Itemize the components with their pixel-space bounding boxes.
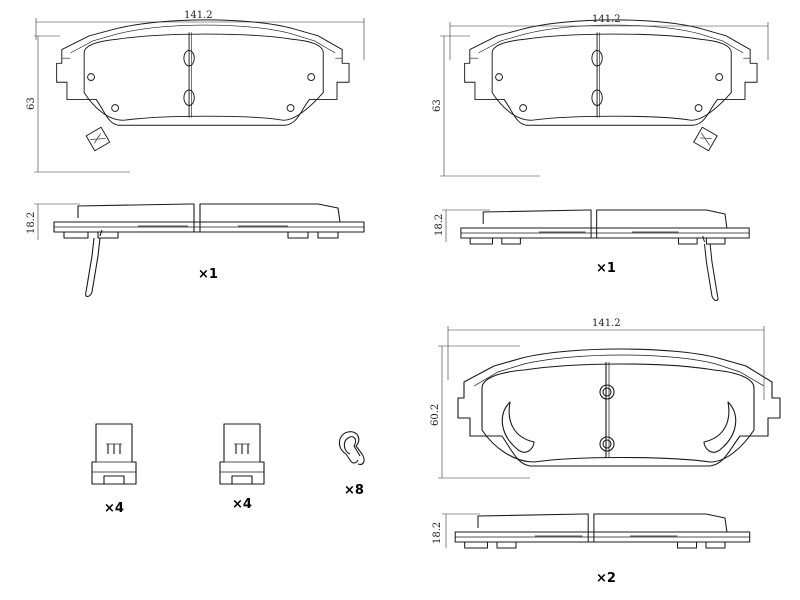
pad-1-thickness-dimension: 18.2	[26, 212, 37, 234]
wear-sensor-wire	[85, 229, 103, 298]
pad-2-width-dimension: 141.2	[592, 14, 621, 25]
pad-2-front-view	[464, 19, 758, 152]
clip-a-quantity: ×4	[104, 501, 124, 516]
clip-a-drawing	[91, 423, 137, 485]
pad-1-dimensions	[34, 18, 365, 240]
pad-3-side-view	[454, 513, 751, 549]
pad-2-dimensions	[440, 22, 769, 242]
wear-sensor-wire	[702, 235, 719, 302]
clip-b-drawing	[219, 423, 265, 485]
pad-3-width-dimension: 141.2	[592, 318, 621, 329]
pad-1-front-view	[56, 19, 350, 152]
pad-1-height-dimension: 63	[26, 97, 37, 110]
pad-3-front-view	[457, 348, 781, 467]
pad-1-width-dimension: 141.2	[184, 10, 213, 21]
pad-2-quantity: ×1	[596, 261, 616, 276]
wear-sensor-connector	[85, 126, 111, 152]
spring-drawing	[338, 431, 365, 465]
clip-b-quantity: ×4	[232, 497, 252, 512]
pad-3-thickness-dimension: 18.2	[432, 522, 443, 544]
wear-sensor-connector	[693, 126, 718, 152]
pad-2-thickness-dimension: 18.2	[434, 214, 445, 236]
pad-2-side-view	[460, 209, 750, 302]
pad-3-dimensions	[438, 326, 765, 548]
pad-3-quantity: ×2	[596, 571, 616, 586]
pad-3-height-dimension: 60.2	[430, 404, 441, 426]
pad-1-quantity: ×1	[198, 267, 218, 282]
pad-1-side-view	[53, 203, 365, 298]
spring-quantity: ×8	[344, 483, 364, 498]
pad-2-height-dimension: 63	[432, 99, 443, 112]
